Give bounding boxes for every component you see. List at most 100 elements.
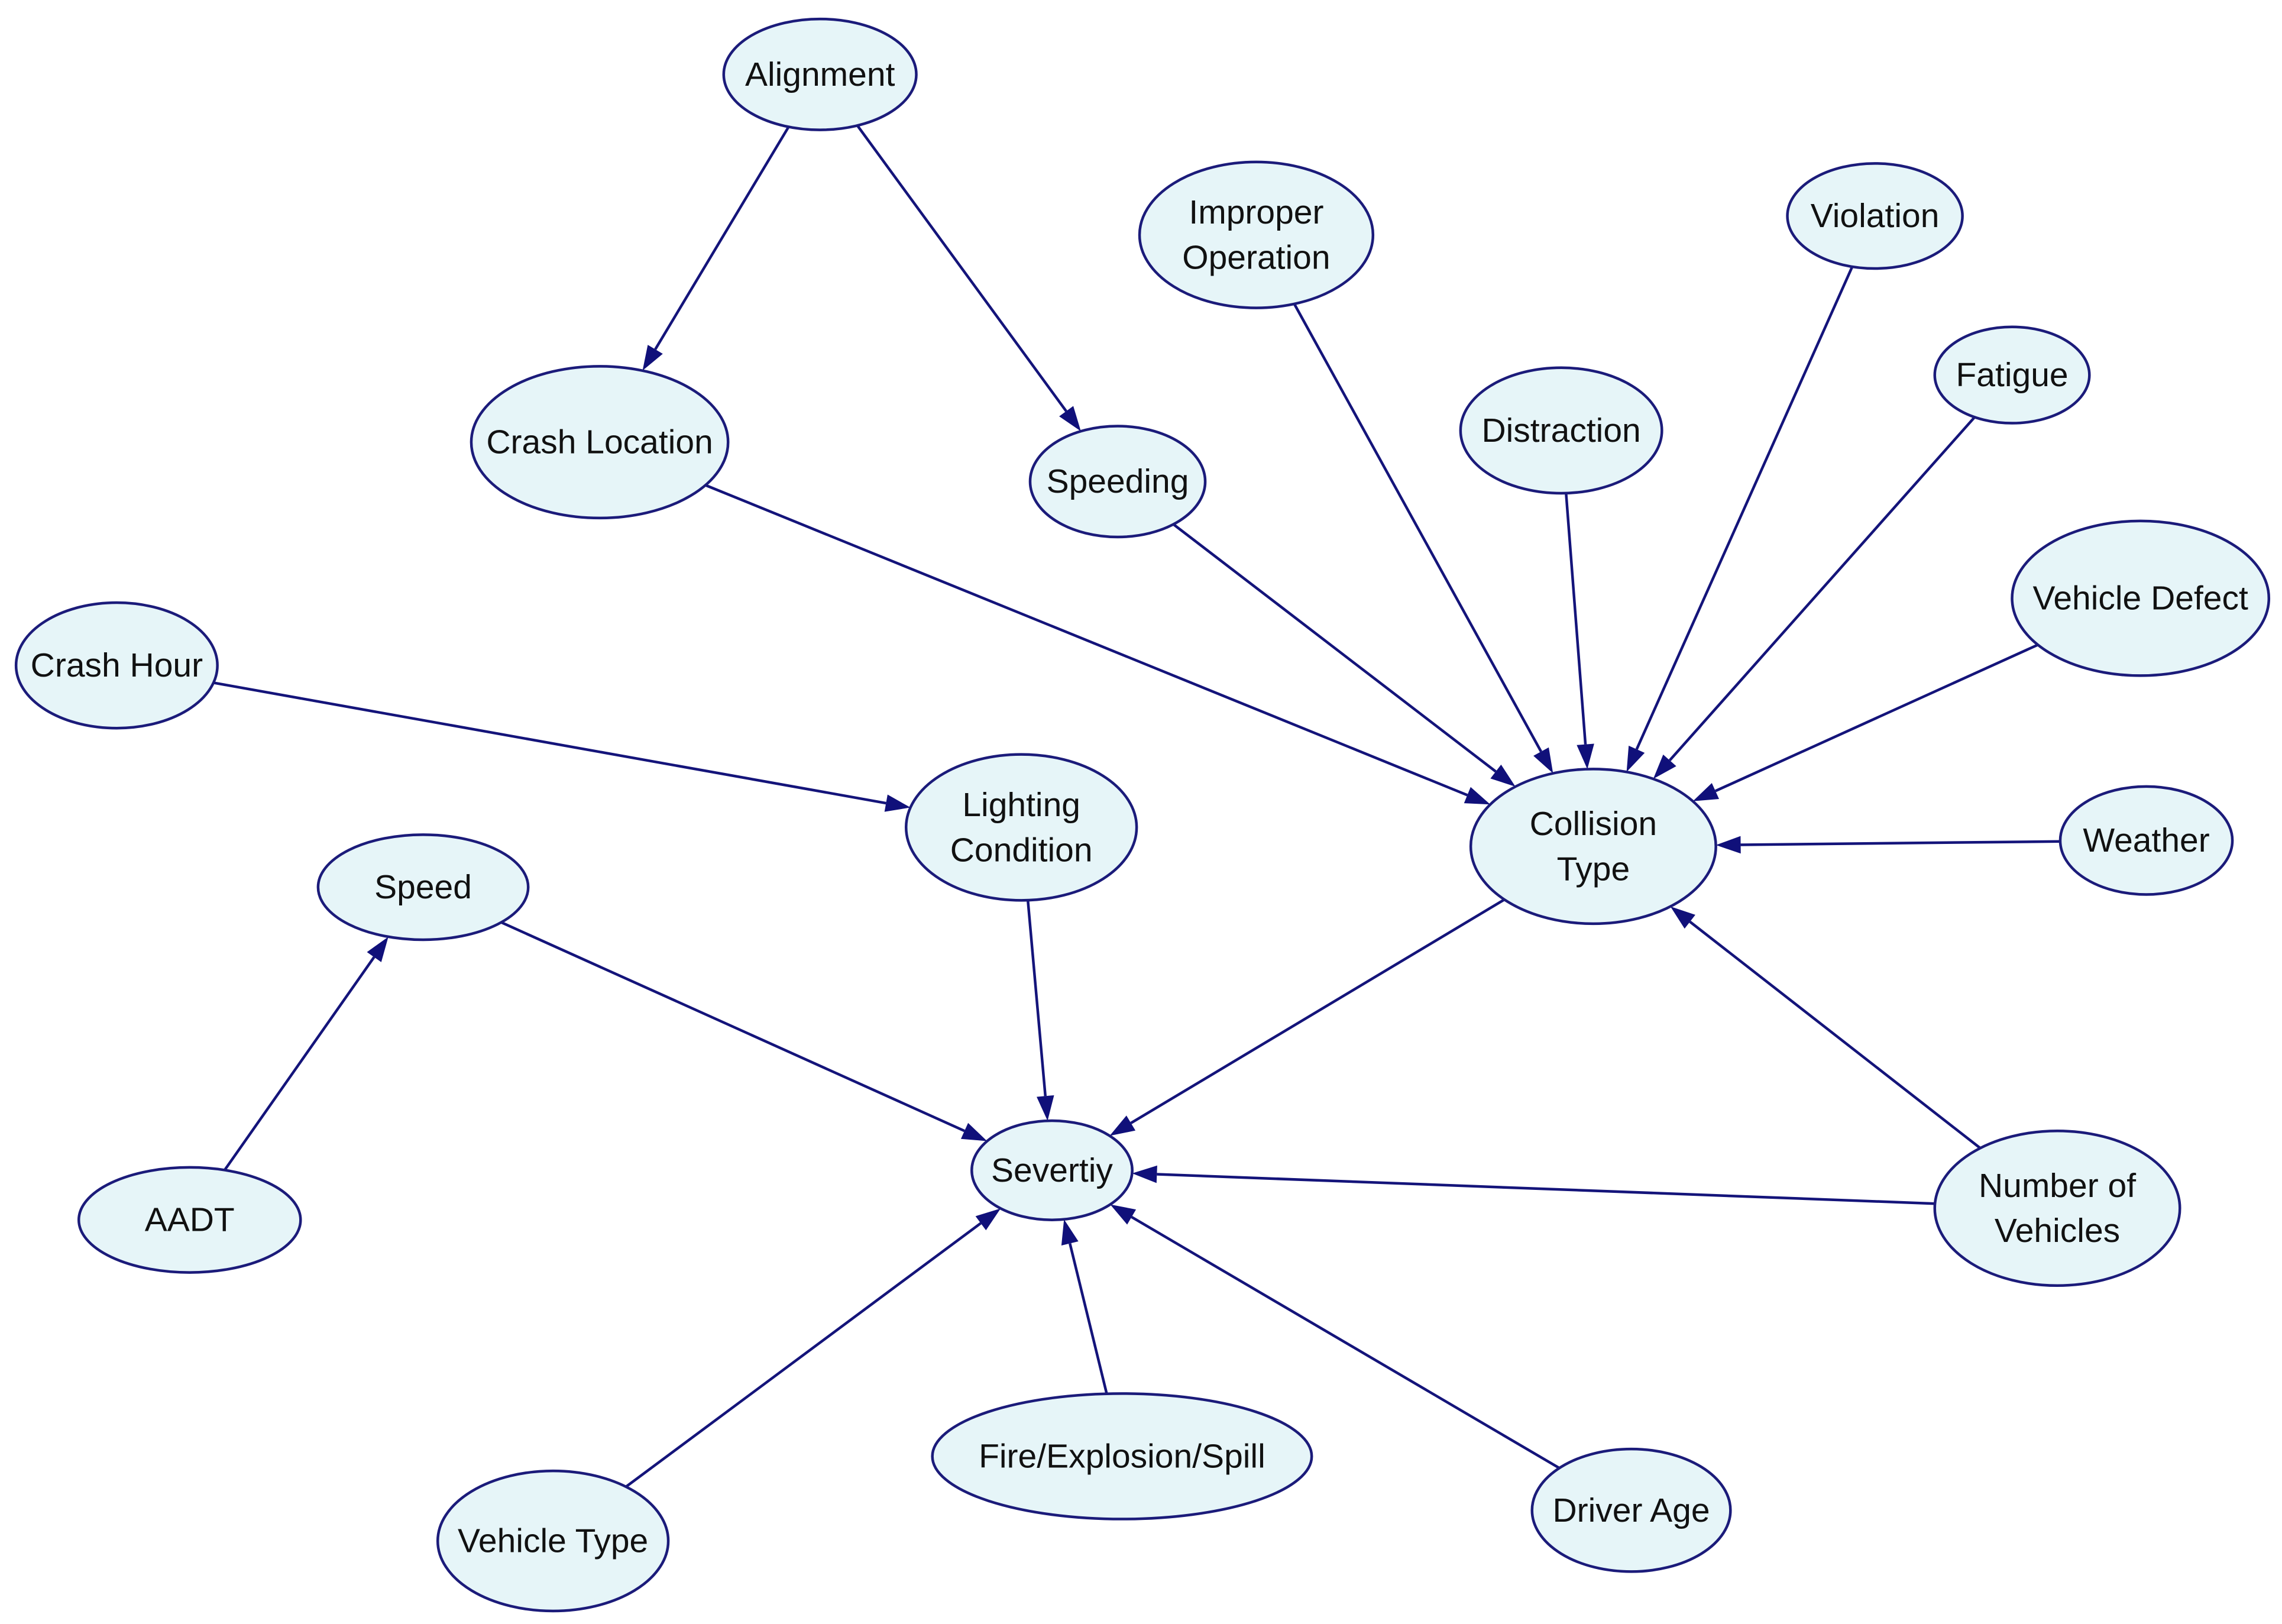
node-ellipse [1469, 768, 1717, 926]
node-label: Driver Age [1552, 1492, 1710, 1529]
node-label: Severtiy [991, 1151, 1113, 1189]
node-ellipse [1933, 325, 2091, 425]
arrow-head-icon [1626, 745, 1645, 772]
edge-line [1689, 920, 1982, 1150]
node-fire-explosion-spill: Fire/Explosion/Spill [931, 1392, 1313, 1521]
node-crash-hour: Crash Hour [14, 601, 219, 730]
edge-line [1740, 840, 2061, 846]
arrow-head-icon [960, 1122, 988, 1141]
edge-line [1293, 303, 1543, 752]
edge-weather-to-collision-type [1715, 836, 2061, 854]
arrow-head-icon [1533, 747, 1553, 774]
arrow-head-icon [1061, 1219, 1079, 1246]
edge-number-of-vehicles-to-severtiy [1132, 1165, 1935, 1205]
node-ellipse [931, 1392, 1313, 1521]
arrow-head-icon [1670, 906, 1695, 929]
edge-vehicle-defect-to-collision-type [1692, 643, 2039, 801]
edge-line [500, 921, 965, 1133]
node-ellipse [316, 833, 530, 942]
node-alignment: Alignment [722, 17, 918, 131]
edge-line [213, 681, 886, 805]
arrow-head-icon [1653, 754, 1676, 779]
node-label: Vehicles [1995, 1212, 2120, 1250]
edge-distraction-to-collision-type [1565, 493, 1594, 769]
node-distraction: Distraction [1459, 366, 1663, 495]
edge-vehicle-type-to-severtiy [625, 1208, 1001, 1488]
node-ellipse [1933, 1129, 2181, 1287]
edge-line [1026, 900, 1047, 1096]
edge-speeding-to-collision-type [1172, 523, 1516, 787]
node-ellipse [970, 1119, 1134, 1221]
node-ellipse [470, 365, 730, 520]
node-label: Fire/Explosion/Spill [979, 1437, 1265, 1475]
node-ellipse [905, 753, 1138, 902]
edge-line [705, 484, 1468, 797]
arrow-head-icon [975, 1208, 1001, 1231]
edge-line [1668, 416, 1976, 762]
node-ellipse [2058, 785, 2234, 896]
node-ellipse [436, 1469, 670, 1613]
node-severtiy: Severtiy [970, 1119, 1134, 1221]
node-weather: Weather [2058, 785, 2234, 896]
node-ellipse [1138, 160, 1375, 309]
edge-fatigue-to-collision-type [1653, 416, 1976, 779]
arrow-head-icon [367, 936, 389, 962]
node-number-of-vehicles: Number of Vehicles [1933, 1129, 2181, 1287]
arrow-head-icon [1577, 743, 1594, 769]
edge-number-of-vehicles-to-collision-type [1670, 906, 1982, 1150]
edge-line [1069, 1243, 1108, 1395]
arrow-head-icon [1490, 764, 1516, 787]
node-ellipse [2011, 519, 2271, 677]
node-label: Speed [374, 868, 472, 906]
edge-line [625, 1222, 982, 1488]
edge-line [1157, 1173, 1935, 1205]
edge-alignment-to-crash-location [642, 126, 790, 371]
edge-line [1130, 898, 1506, 1124]
node-crash-location: Crash Location [470, 365, 730, 520]
edge-line [654, 126, 790, 350]
node-vehicle-defect: Vehicle Defect [2011, 519, 2271, 677]
node-label: Vehicle Defect [2032, 580, 2248, 617]
node-driver-age: Driver Age [1530, 1447, 1732, 1573]
node-ellipse [1786, 162, 1964, 270]
node-label: Improper [1189, 193, 1323, 231]
edge-improper-operation-to-collision-type [1293, 303, 1553, 774]
edge-line [224, 956, 376, 1171]
edge-violation-to-collision-type [1626, 266, 1854, 772]
node-ellipse [1530, 1447, 1732, 1573]
edge-line [1131, 1215, 1561, 1470]
node-ellipse [1459, 366, 1663, 495]
node-label: Number of [1979, 1167, 2136, 1205]
edge-driver-age-to-severtiy [1110, 1204, 1561, 1470]
arrow-head-icon [1110, 1204, 1137, 1225]
edge-line [1172, 523, 1497, 773]
arrow-head-icon [1464, 787, 1491, 805]
node-label: Violation [1811, 197, 1940, 235]
node-label: Speeding [1047, 462, 1189, 500]
edge-line [856, 124, 1067, 412]
node-label: Weather [2083, 821, 2209, 859]
node-label: Operation [1182, 238, 1330, 276]
node-label: Alignment [745, 56, 895, 93]
edge-crash-location-to-collision-type [705, 484, 1491, 805]
node-label: Vehicle Type [458, 1522, 648, 1560]
edge-line [1714, 643, 2039, 792]
node-label: Distraction [1481, 412, 1640, 449]
arrow-head-icon [1692, 782, 1720, 801]
edge-alignment-to-speeding [856, 124, 1081, 432]
edge-crash-hour-to-lighting-condition [213, 681, 911, 812]
node-speeding: Speeding [1028, 425, 1207, 539]
node-ellipse [722, 17, 918, 131]
node-ellipse [1028, 425, 1207, 539]
edge-lighting-condition-to-severtiy [1026, 900, 1054, 1121]
node-label: Fatigue [1956, 356, 2068, 394]
node-vehicle-type: Vehicle Type [436, 1469, 670, 1613]
node-label: Condition [950, 831, 1093, 869]
edges-layer [213, 124, 2061, 1488]
arrow-head-icon [1037, 1095, 1054, 1121]
node-label: Crash Location [486, 423, 713, 461]
